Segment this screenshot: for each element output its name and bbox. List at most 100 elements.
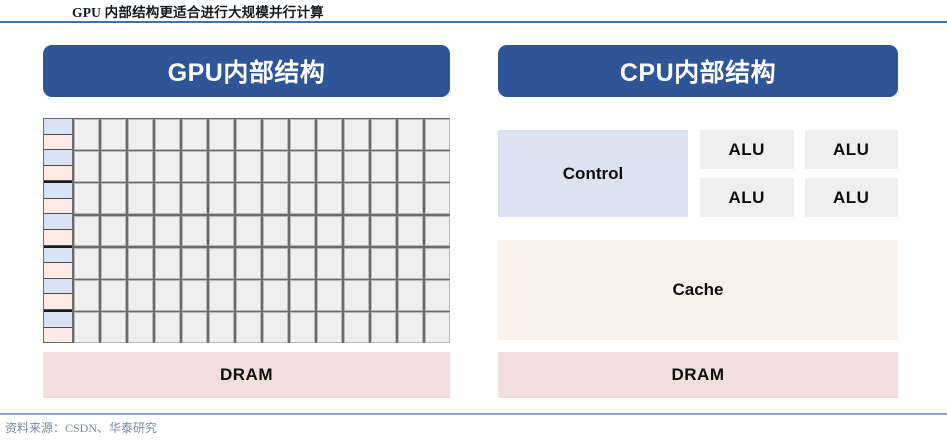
cpu-alu-grid: ALU ALU ALU ALU: [700, 130, 898, 217]
gpu-alu-cell: [343, 280, 370, 311]
gpu-alu-cell: [154, 312, 181, 343]
gpu-side-cell: [44, 245, 72, 264]
gpu-alu-cell: [208, 119, 235, 150]
gpu-alu-cell: [181, 215, 208, 247]
gpu-alu-cell: [397, 183, 424, 215]
gpu-alu-cell: [127, 215, 154, 247]
gpu-alu-cell: [424, 280, 450, 311]
gpu-alu-cell: [397, 119, 424, 150]
gpu-alu-cell: [370, 183, 397, 215]
gpu-alu-cell: [100, 280, 127, 311]
gpu-side-cell: [44, 150, 72, 166]
gpu-alu-cell: [154, 183, 181, 215]
gpu-side-cell: [44, 165, 72, 182]
gpu-alu-cell: [397, 312, 424, 343]
gpu-alu-cell: [262, 312, 289, 343]
gpu-alu-cell: [316, 312, 343, 343]
gpu-alu-cell: [262, 280, 289, 311]
gpu-alu-cell: [397, 280, 424, 311]
gpu-alu-cell: [74, 215, 100, 247]
cpu-panel: CPU内部结构: [498, 45, 898, 97]
gpu-alu-cell: [154, 151, 181, 182]
gpu-alu-cell: [74, 312, 100, 343]
gpu-alu-cell: [74, 151, 100, 182]
gpu-alu-cell: [235, 183, 262, 215]
gpu-alu-cell: [262, 119, 289, 150]
gpu-alu-cell: [74, 183, 100, 215]
gpu-alu-cell: [289, 247, 316, 279]
gpu-alu-cell: [316, 280, 343, 311]
gpu-alu-cell: [100, 312, 127, 343]
gpu-alu-cell: [154, 215, 181, 247]
gpu-alu-cell: [343, 247, 370, 279]
title-divider: [0, 21, 947, 23]
gpu-alu-cell: [181, 183, 208, 215]
gpu-alu-cell: [289, 280, 316, 311]
gpu-side-cell: [44, 309, 72, 328]
footer-divider: [0, 413, 947, 415]
cpu-alu-block: ALU: [804, 178, 898, 217]
gpu-alu-cell: [289, 183, 316, 215]
gpu-alu-cell: [154, 247, 181, 279]
cpu-control-block: Control: [498, 130, 688, 217]
gpu-alu-cell: [181, 151, 208, 182]
gpu-alu-cell: [316, 151, 343, 182]
gpu-alu-cell: [316, 183, 343, 215]
gpu-alu-cell: [127, 312, 154, 343]
gpu-alu-cell: [235, 312, 262, 343]
gpu-side-cell: [44, 119, 72, 135]
gpu-alu-cell: [424, 119, 450, 150]
cpu-alu-block: ALU: [804, 130, 898, 169]
gpu-alu-cell: [100, 247, 127, 279]
gpu-alu-cell: [235, 151, 262, 182]
gpu-alu-cell: [316, 215, 343, 247]
gpu-alu-cell: [343, 312, 370, 343]
gpu-alu-cell: [262, 247, 289, 279]
gpu-alu-cell: [208, 151, 235, 182]
gpu-alu-cell: [424, 312, 450, 343]
cpu-control-alu-row: Control ALU ALU ALU ALU: [498, 130, 898, 217]
gpu-side-cell: [44, 278, 72, 295]
gpu-alu-cell: [235, 215, 262, 247]
cpu-dram-bar: DRAM: [498, 352, 898, 398]
gpu-alu-cell: [127, 183, 154, 215]
cpu-alu-block: ALU: [700, 130, 794, 169]
gpu-alu-cell: [289, 119, 316, 150]
gpu-alu-cell: [74, 280, 100, 311]
gpu-alu-cell: [127, 280, 154, 311]
gpu-alu-cell: [181, 119, 208, 150]
gpu-alu-cell: [154, 119, 181, 150]
gpu-alu-cell: [397, 247, 424, 279]
gpu-alu-cell: [289, 215, 316, 247]
cpu-alu-block: ALU: [700, 178, 794, 217]
gpu-alu-cell: [235, 280, 262, 311]
gpu-panel-header: GPU内部结构: [43, 45, 450, 97]
gpu-alu-cell: [424, 151, 450, 182]
gpu-alu-cell: [424, 215, 450, 247]
gpu-alu-cell: [181, 280, 208, 311]
gpu-side-cell: [44, 294, 72, 310]
gpu-panel: GPU内部结构: [43, 45, 450, 97]
gpu-alu-cell: [127, 119, 154, 150]
gpu-side-cell: [44, 134, 72, 151]
gpu-side-cell: [44, 327, 72, 343]
gpu-side-cell: [44, 263, 72, 279]
cpu-panel-header: CPU内部结构: [498, 45, 898, 97]
gpu-alu-cell: [370, 151, 397, 182]
gpu-alu-cell: [370, 247, 397, 279]
gpu-alu-cell: [208, 215, 235, 247]
gpu-alu-cell: [100, 183, 127, 215]
gpu-side-cell: [44, 198, 72, 215]
gpu-alu-cell: [154, 280, 181, 311]
gpu-alu-cell: [181, 312, 208, 343]
gpu-alu-cell: [370, 280, 397, 311]
gpu-alu-cell: [262, 151, 289, 182]
gpu-alu-cell: [316, 119, 343, 150]
gpu-alu-cell: [100, 215, 127, 247]
gpu-alu-cell: [397, 215, 424, 247]
gpu-side-cell: [44, 214, 72, 231]
gpu-alu-cell: [235, 119, 262, 150]
source-note: 资料来源：CSDN、华泰研究: [5, 421, 158, 435]
gpu-alu-cell: [262, 183, 289, 215]
gpu-control-cache-column: [43, 118, 73, 343]
